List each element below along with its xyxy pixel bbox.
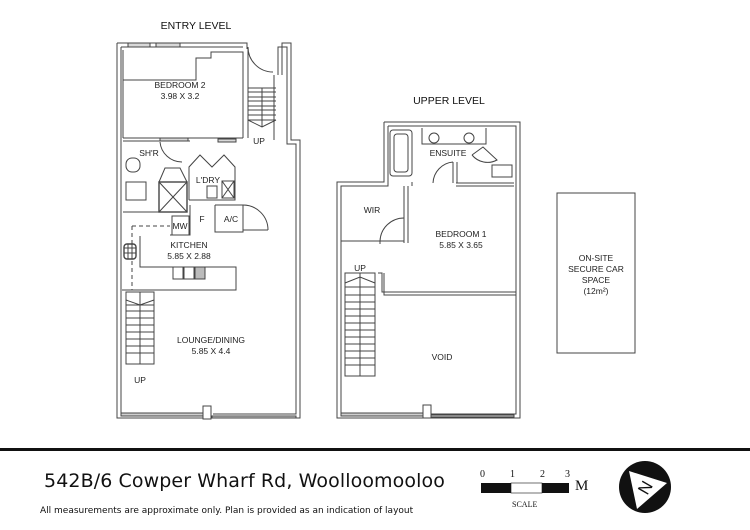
car-space-line: ON-SITE xyxy=(578,253,614,263)
room-dims: 3.98 X 3.2 xyxy=(160,91,200,101)
room-name: BEDROOM 2 xyxy=(154,80,206,90)
car-space-outline xyxy=(556,192,636,354)
room-microwave: MW xyxy=(172,221,188,231)
scale-unit: M xyxy=(575,478,589,494)
stairs-up-label: UP xyxy=(134,375,146,385)
floor-plan-drawing xyxy=(116,42,636,420)
room-void: VOID xyxy=(431,352,453,362)
room-bedroom-1: BEDROOM 1 5.85 X 3.65 xyxy=(435,229,486,251)
lounge-stairs xyxy=(125,291,155,365)
entry-stairs-top xyxy=(247,87,277,128)
scale-bar-graphic xyxy=(481,482,569,494)
room-name: KITCHEN xyxy=(170,240,208,250)
car-space-line: SECURE CAR xyxy=(568,264,624,274)
disclaimer: All measurements are approximate only. P… xyxy=(40,506,414,516)
room-dims: 5.85 X 2.88 xyxy=(167,251,211,261)
upper-level-title: UPPER LEVEL xyxy=(413,95,485,107)
room-dims: 5.85 X 3.65 xyxy=(439,240,483,250)
property-address: 542B/6 Cowper Wharf Rd, Woolloomooloo xyxy=(44,470,445,492)
room-name: BEDROOM 1 xyxy=(435,229,487,239)
upper-stairs xyxy=(344,272,376,377)
stairs-up-label: UP xyxy=(354,263,366,273)
scale-tick: 2 xyxy=(540,469,545,480)
scale-tick: 0 xyxy=(480,469,485,480)
stairs-up-label: UP xyxy=(253,136,265,146)
room-fridge: F xyxy=(199,214,205,224)
room-dims: 5.85 X 4.4 xyxy=(191,346,231,356)
scale-label: SCALE xyxy=(512,500,538,509)
car-space-line: SPACE xyxy=(581,275,611,285)
upper-level-walls xyxy=(336,121,521,419)
entry-level-walls xyxy=(116,42,301,420)
room-kitchen: KITCHEN 5.85 X 2.88 xyxy=(167,240,210,262)
room-laundry: L'DRY xyxy=(195,175,221,185)
scale-tick: 1 xyxy=(510,469,515,480)
car-space-line: (12m²) xyxy=(583,286,609,296)
room-lounge-dining: LOUNGE/DINING 5.85 X 4.4 xyxy=(177,335,245,357)
room-wir: WIR xyxy=(363,205,381,215)
footer-divider xyxy=(0,448,750,451)
car-space-label: ON-SITE SECURE CAR SPACE (12m²) xyxy=(568,253,624,297)
room-aircon: A/C xyxy=(223,214,239,224)
north-arrow-icon: N xyxy=(619,461,671,513)
room-shower: SH'R xyxy=(139,148,159,158)
entry-level-title: ENTRY LEVEL xyxy=(160,20,232,32)
scale-tick: 3 xyxy=(565,469,570,480)
room-bedroom-2: BEDROOM 2 3.98 X 3.2 xyxy=(154,80,205,102)
room-name: LOUNGE/DINING xyxy=(176,335,246,345)
room-ensuite: ENSUITE xyxy=(429,148,467,158)
